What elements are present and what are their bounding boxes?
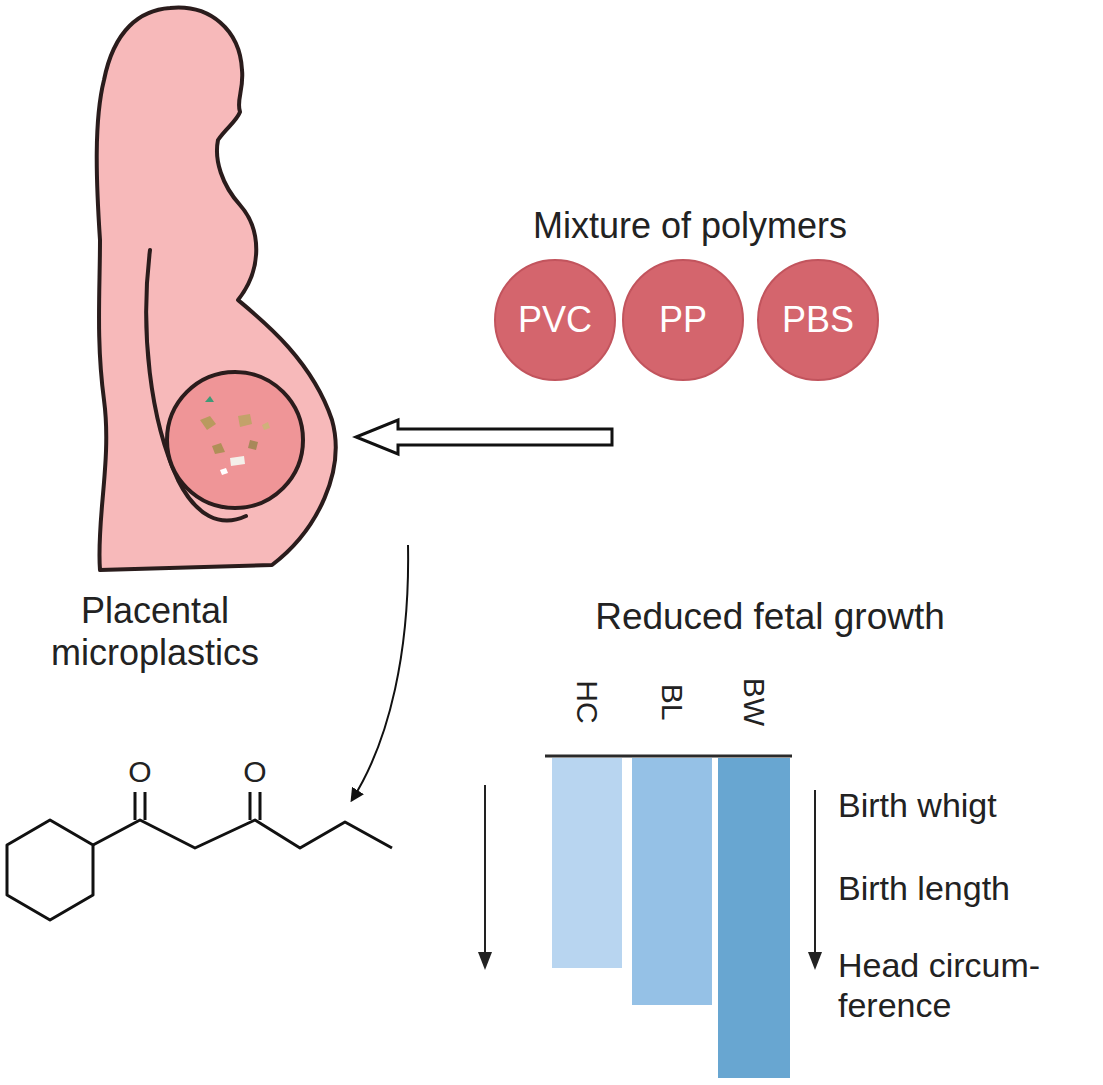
bar-label: HC <box>569 680 604 723</box>
polymer-name: PP <box>659 299 707 341</box>
atom-label: O <box>128 755 151 788</box>
particle <box>248 440 258 450</box>
measure-label: Head circum- ference <box>838 945 1088 1025</box>
chart-heading: Reduced fetal growth <box>595 595 945 639</box>
bar-label: BW <box>736 678 771 726</box>
hollow-arrow <box>356 420 612 454</box>
molecule-structure <box>7 792 392 920</box>
circle-shape <box>623 260 743 380</box>
polymer-circle: PVC <box>493 258 617 382</box>
polymer-circle: PBS <box>756 258 880 382</box>
atom-label: O <box>243 755 266 788</box>
atom-label: O <box>243 754 266 789</box>
carbon-chain <box>93 820 392 848</box>
particle <box>212 443 225 454</box>
down-arrow <box>814 790 816 955</box>
chart-heading: Reduced fetal growth <box>595 596 945 637</box>
particle <box>230 456 245 466</box>
measure-label: Birth whigt <box>838 786 997 824</box>
bar-bl <box>632 758 712 1005</box>
placenta-circle <box>167 372 303 508</box>
particle <box>220 468 228 475</box>
measure-label: Birth length <box>838 869 1010 907</box>
text-holder: PP <box>659 299 707 341</box>
polymer-name: PBS <box>782 299 854 341</box>
measure-label: Birth whigt <box>838 785 997 825</box>
text-holder: PVC <box>518 299 592 341</box>
woman-silhouette <box>97 8 336 570</box>
curved-arrow <box>352 545 408 800</box>
polymer-name: PVC <box>518 299 592 341</box>
group-heading: Mixture of polymers <box>533 205 847 247</box>
down-arrow-head <box>478 952 492 970</box>
bar-label: BW <box>738 678 771 726</box>
bar-label: BL <box>656 684 689 721</box>
text-holder: PBS <box>782 299 854 341</box>
bar-chart <box>478 756 822 1078</box>
measure-label: Birth length <box>838 868 1010 908</box>
particle <box>262 422 270 430</box>
bar-hc <box>552 758 622 968</box>
atom-label: O <box>128 754 151 789</box>
bar-bw <box>718 758 790 1078</box>
cyclohexane-ring <box>7 820 93 920</box>
circle-shape <box>495 260 615 380</box>
group-heading: Mixture of polymers <box>533 205 847 246</box>
particle <box>200 416 216 430</box>
axis-line <box>545 755 792 758</box>
down-arrow-head <box>808 952 822 970</box>
microplastic-particles <box>200 396 270 475</box>
circle-shape <box>758 260 878 380</box>
down-arrow <box>484 785 486 955</box>
polymer-circle: PP <box>621 258 745 382</box>
particle <box>205 396 214 402</box>
particle <box>238 414 252 427</box>
bar-label: HC <box>571 680 604 723</box>
carbonyl-bond <box>135 792 145 820</box>
figure-label: Placental microplastics <box>30 590 280 675</box>
carbonyl-bond <box>250 792 260 820</box>
bar-label: BL <box>654 684 689 721</box>
measure-label: Head circum- ference <box>838 946 1040 1024</box>
figure-label: Placental microplastics <box>51 590 259 673</box>
